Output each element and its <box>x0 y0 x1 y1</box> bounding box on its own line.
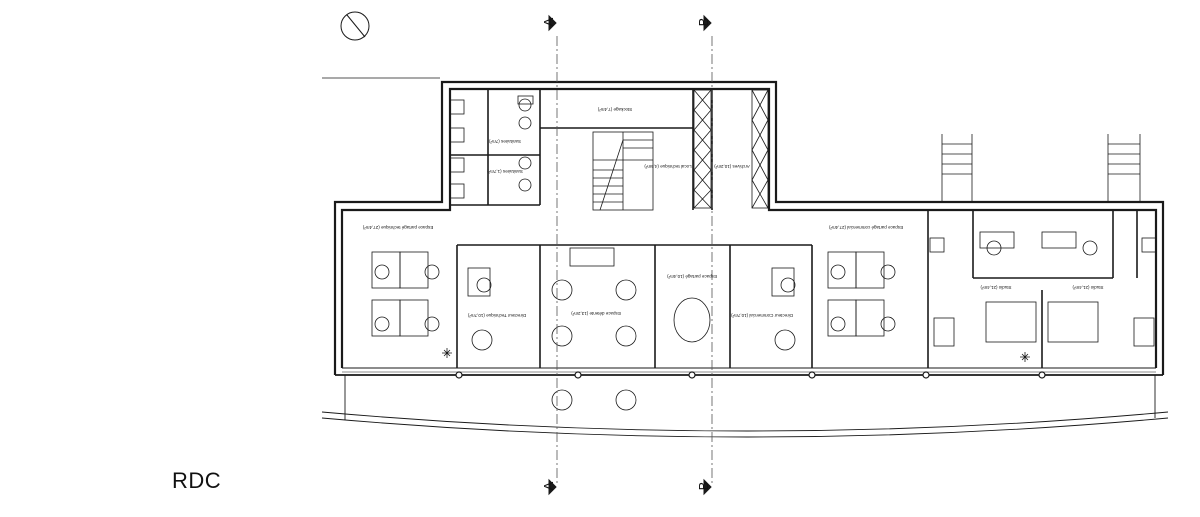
plant-icon <box>442 348 1030 362</box>
external-stairs <box>941 134 1141 202</box>
room-label-stockage: Stockage (7,4m²) <box>597 107 632 112</box>
room-label-sanitaires-2: Sanitaires (7m²) <box>488 139 521 144</box>
room-label-espace-partage-commercial: Espace partagé commercial (27,4m²) <box>828 225 903 230</box>
structural-columns <box>455 371 1046 379</box>
section-lines <box>556 36 713 486</box>
technical-shafts <box>693 89 769 209</box>
section-marker-a-bottom: A <box>541 481 556 490</box>
office-partitions <box>456 210 1138 368</box>
facade-glazing <box>335 367 1163 376</box>
workstations <box>371 251 896 351</box>
room-label-espace-detente: Espace détente (13,2m²) <box>571 311 621 316</box>
room-label-directeur-commercial: Directeur Commercial (10,7m²) <box>731 313 793 318</box>
room-label-local-technique: Local technique (4,5m²) <box>644 164 692 169</box>
room-label-studio-2: Studio (21,4m²) <box>1072 285 1104 290</box>
room-label-directeur-technique: Directeur Technique (10,7m²) <box>467 313 526 318</box>
section-marker-a-top: A <box>541 17 556 26</box>
section-marker-b-bottom: B <box>696 482 711 491</box>
lounge-tables <box>551 247 711 411</box>
level-label: RDC <box>172 468 222 493</box>
terrace-edge <box>321 375 1169 438</box>
section-arrows <box>548 14 712 496</box>
room-label-archives: Archives (10,2m²) <box>714 164 750 169</box>
north-arrow-icon <box>340 11 370 41</box>
room-label-studio-1: Studio (21,4m²) <box>980 285 1012 290</box>
outer-walls <box>333 80 1165 375</box>
studio-furniture <box>929 231 1157 347</box>
room-label-sanitaires-1: Sanitaires (1,7m²) <box>487 169 523 174</box>
toilet-fixtures <box>449 95 534 199</box>
staircase <box>592 131 654 211</box>
section-marker-b-top: B <box>696 18 711 27</box>
service-core-walls <box>450 89 713 210</box>
room-label-espace-partage-accueil: Espace partagé (10,4m²) <box>667 274 717 279</box>
room-label-espace-partage-technique: Espace partagé technique (27,4m²) <box>362 225 433 230</box>
